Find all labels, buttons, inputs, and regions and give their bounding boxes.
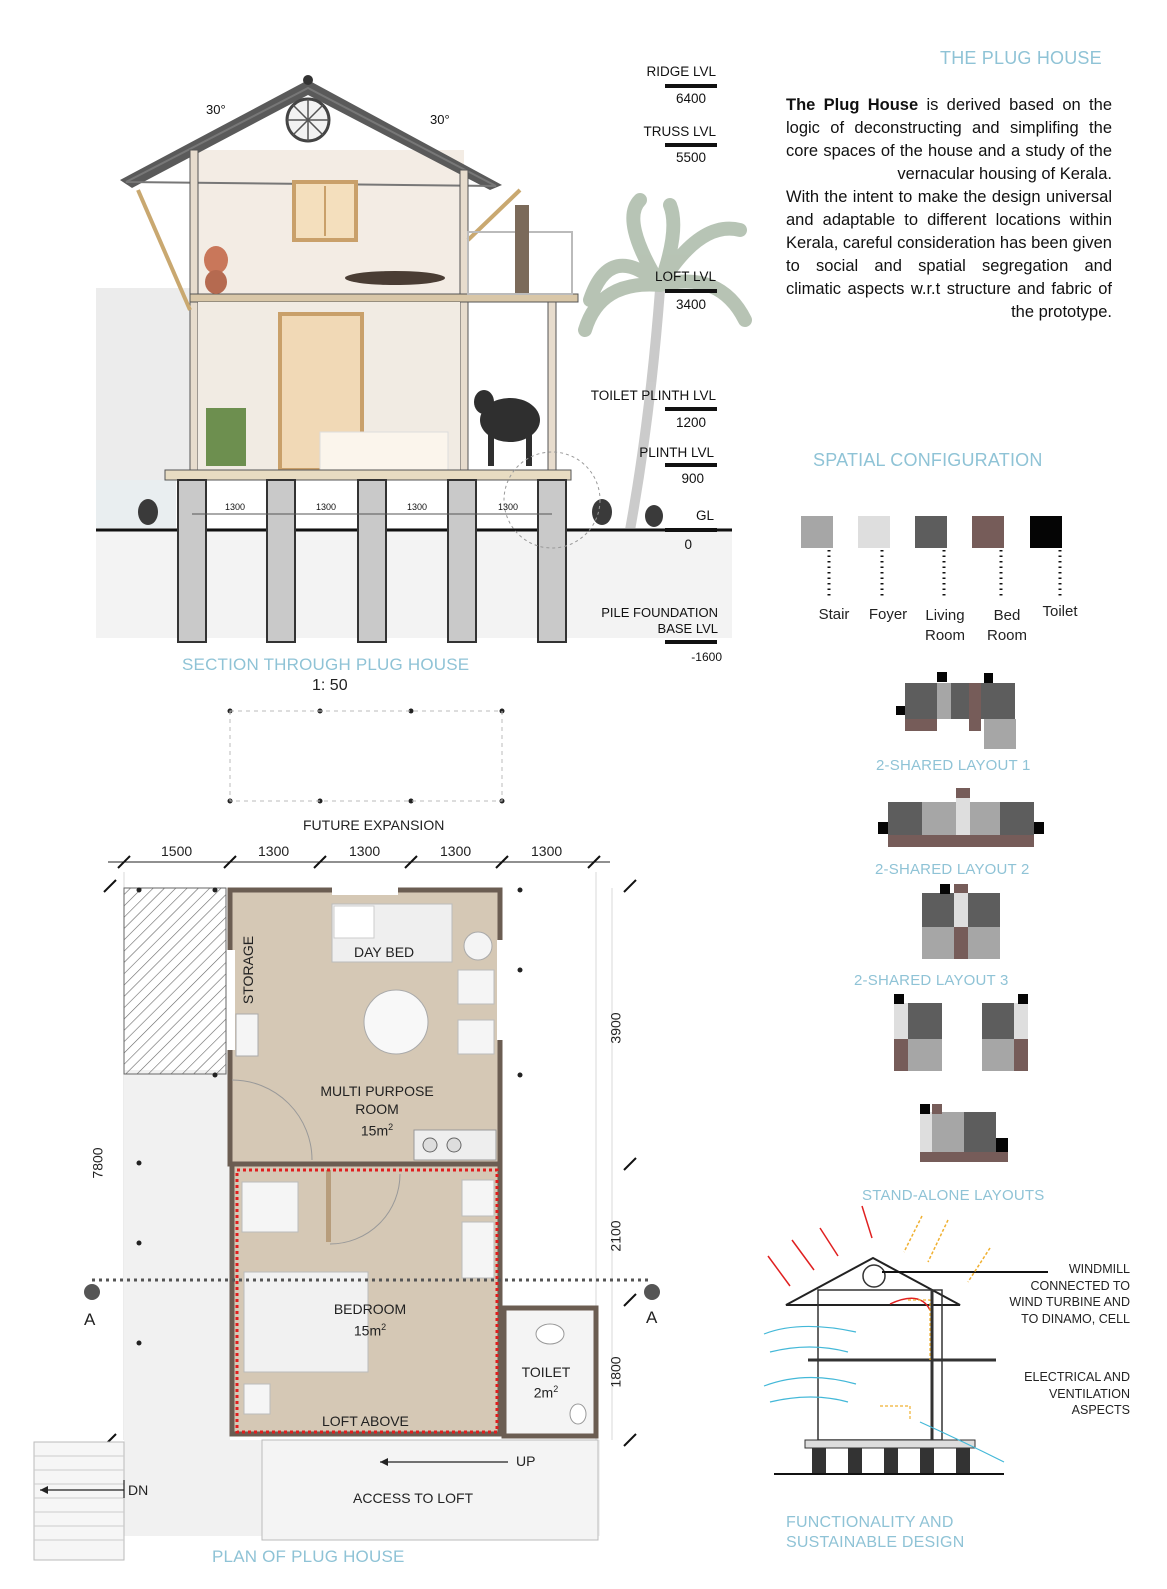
electrical-line3: ASPECTS bbox=[1071, 1403, 1130, 1417]
legend-bed-room: Bed Room bbox=[986, 607, 1027, 644]
layout-1-caption: 2-SHARED LAYOUT 1 bbox=[876, 757, 1031, 774]
layout-3-graphic bbox=[922, 884, 1000, 959]
electrical-line2: VENTILATION bbox=[1048, 1386, 1130, 1401]
level-truss-name: TRUSS LVL bbox=[643, 124, 716, 139]
pile-dim-2: 1300 bbox=[316, 502, 337, 512]
level-toilet-value: 1200 bbox=[675, 415, 706, 430]
sustainability-sketch bbox=[763, 1205, 1048, 1475]
chicken-figure bbox=[645, 505, 663, 527]
windmill-line1: WINDMILL bbox=[1068, 1262, 1130, 1276]
chicken-figure bbox=[592, 499, 612, 525]
roof-angle-left: 30° bbox=[206, 102, 226, 117]
plan-drawing bbox=[33, 708, 660, 1561]
level-ridge-value: 6400 bbox=[675, 91, 706, 106]
woman-figure bbox=[206, 408, 246, 466]
pile-dim-3: 1300 bbox=[407, 502, 428, 512]
level-loft-name: LOFT LVL bbox=[654, 269, 716, 284]
legend-stair: Stair bbox=[818, 606, 850, 623]
windmill-line2: CONNECTED TO bbox=[1030, 1278, 1130, 1293]
roof-angle-right: 30° bbox=[430, 112, 450, 127]
level-gl-name: GL bbox=[695, 508, 714, 523]
dn-label: DN bbox=[128, 1482, 149, 1498]
right-dim-2: 2100 bbox=[607, 1220, 624, 1252]
standalone-layouts-graphic bbox=[894, 994, 1028, 1162]
room-bedroom-sup: 2 bbox=[381, 1322, 387, 1332]
electrical-note: ELECTRICAL AND VENTILATION ASPECTS bbox=[990, 1369, 1130, 1419]
right-dim-3: 1800 bbox=[607, 1356, 624, 1388]
layout-3-caption: 2-SHARED LAYOUT 3 bbox=[854, 972, 1009, 989]
top-dim-5: 1300 bbox=[531, 843, 563, 859]
layout-1-graphic bbox=[896, 672, 1016, 749]
room-multi-line2: ROOM bbox=[355, 1101, 399, 1117]
top-dim-1: 1500 bbox=[161, 843, 193, 859]
loft-above-label: LOFT ABOVE bbox=[322, 1413, 409, 1429]
windmill-line3: WIND TURBINE AND bbox=[1009, 1295, 1130, 1309]
plan-caption: PLAN OF PLUG HOUSE bbox=[212, 1547, 405, 1566]
legend-toilet: Toilet bbox=[1042, 603, 1078, 620]
room-toilet-area: 2m bbox=[533, 1384, 554, 1401]
cow-figure bbox=[474, 390, 540, 466]
room-bedroom: BEDROOM 15m2 bbox=[320, 1300, 420, 1340]
up-label: UP bbox=[516, 1453, 536, 1469]
section-marker-left: A bbox=[84, 1310, 96, 1329]
left-dim: 7800 bbox=[89, 1147, 106, 1179]
level-toilet-name: TOILET PLINTH LVL bbox=[590, 388, 716, 403]
level-ridge-name: RIDGE LVL bbox=[646, 64, 716, 79]
room-toilet-label: TOILET bbox=[521, 1364, 571, 1380]
room-multi-sup: 2 bbox=[388, 1122, 394, 1132]
intro-paragraph: The Plug House is derived based on the l… bbox=[786, 94, 1112, 324]
level-truss-value: 5500 bbox=[675, 150, 706, 165]
level-gl-value: 0 bbox=[684, 537, 692, 552]
legend-foyer: Foyer bbox=[868, 606, 908, 623]
foundation-line1: PILE FOUNDATION bbox=[601, 605, 718, 620]
level-plinth-name: PLINTH LVL bbox=[639, 445, 714, 460]
room-toilet: TOILET 2m2 bbox=[516, 1364, 576, 1402]
intro-bold: The Plug House bbox=[786, 96, 919, 114]
level-plinth-value: 900 bbox=[681, 471, 704, 486]
top-dim-2: 1300 bbox=[258, 843, 290, 859]
level-loft-value: 3400 bbox=[675, 297, 706, 312]
standalone-caption: STAND-ALONE LAYOUTS bbox=[862, 1187, 1045, 1204]
page-title: THE PLUG HOUSE bbox=[940, 48, 1102, 68]
chicken-figure bbox=[138, 499, 158, 525]
layout-2-caption: 2-SHARED LAYOUT 2 bbox=[875, 861, 1030, 878]
section-caption: SECTION THROUGH PLUG HOUSE bbox=[182, 655, 470, 674]
top-dim-3: 1300 bbox=[349, 843, 381, 859]
room-bedroom-label: BEDROOM bbox=[333, 1301, 407, 1317]
foundation-line2: BASE LVL bbox=[657, 621, 718, 636]
layout-2-graphic bbox=[878, 788, 1044, 847]
sustain-caption-2: SUSTAINABLE DESIGN bbox=[786, 1534, 965, 1551]
electrical-line1: ELECTRICAL AND bbox=[1024, 1370, 1130, 1384]
room-day-bed: DAY BED bbox=[354, 944, 415, 960]
room-toilet-sup: 2 bbox=[553, 1384, 559, 1394]
foundation-value: -1600 bbox=[691, 650, 722, 664]
windmill-note: WINDMILL CONNECTED TO WIND TURBINE AND T… bbox=[980, 1261, 1130, 1327]
section-marker-right: A bbox=[646, 1308, 658, 1327]
sustain-caption: FUNCTIONALITY AND SUSTAINABLE DESIGN bbox=[786, 1513, 964, 1553]
intro-text-1: is derived based on the logic of deconst… bbox=[786, 96, 1112, 183]
person-figure bbox=[515, 205, 529, 293]
windmill-line4: TO DINAMO, CELL bbox=[1021, 1311, 1130, 1326]
room-bedroom-area: 15m bbox=[353, 1322, 382, 1339]
palm-tree bbox=[578, 193, 752, 531]
room-storage: STORAGE bbox=[240, 935, 257, 1005]
top-dim-4: 1300 bbox=[440, 843, 472, 859]
pile-dim-4: 1300 bbox=[498, 502, 519, 512]
pile-dim-1: 1300 bbox=[225, 502, 246, 512]
spatial-legend-graphic bbox=[801, 516, 1062, 598]
room-multi-line1: MULTI PURPOSE bbox=[320, 1083, 434, 1099]
reclining-figure bbox=[345, 271, 445, 285]
legend-living-room: Living Room bbox=[924, 607, 965, 644]
sustain-caption-1: FUNCTIONALITY AND bbox=[786, 1514, 954, 1531]
room-multi-area: 15m bbox=[360, 1122, 389, 1139]
room-multi-purpose: MULTI PURPOSE ROOM 15m2 bbox=[316, 1082, 438, 1140]
right-dim-1: 3900 bbox=[607, 1012, 624, 1044]
section-drawing bbox=[96, 75, 752, 644]
intro-text-2: With the intent to make the design unive… bbox=[786, 188, 1112, 321]
section-scale: 1: 50 bbox=[312, 677, 348, 694]
spatial-title: SPATIAL CONFIGURATION bbox=[813, 450, 1043, 470]
access-loft-label: ACCESS TO LOFT bbox=[353, 1490, 474, 1506]
future-expansion-label: FUTURE EXPANSION bbox=[303, 817, 445, 833]
